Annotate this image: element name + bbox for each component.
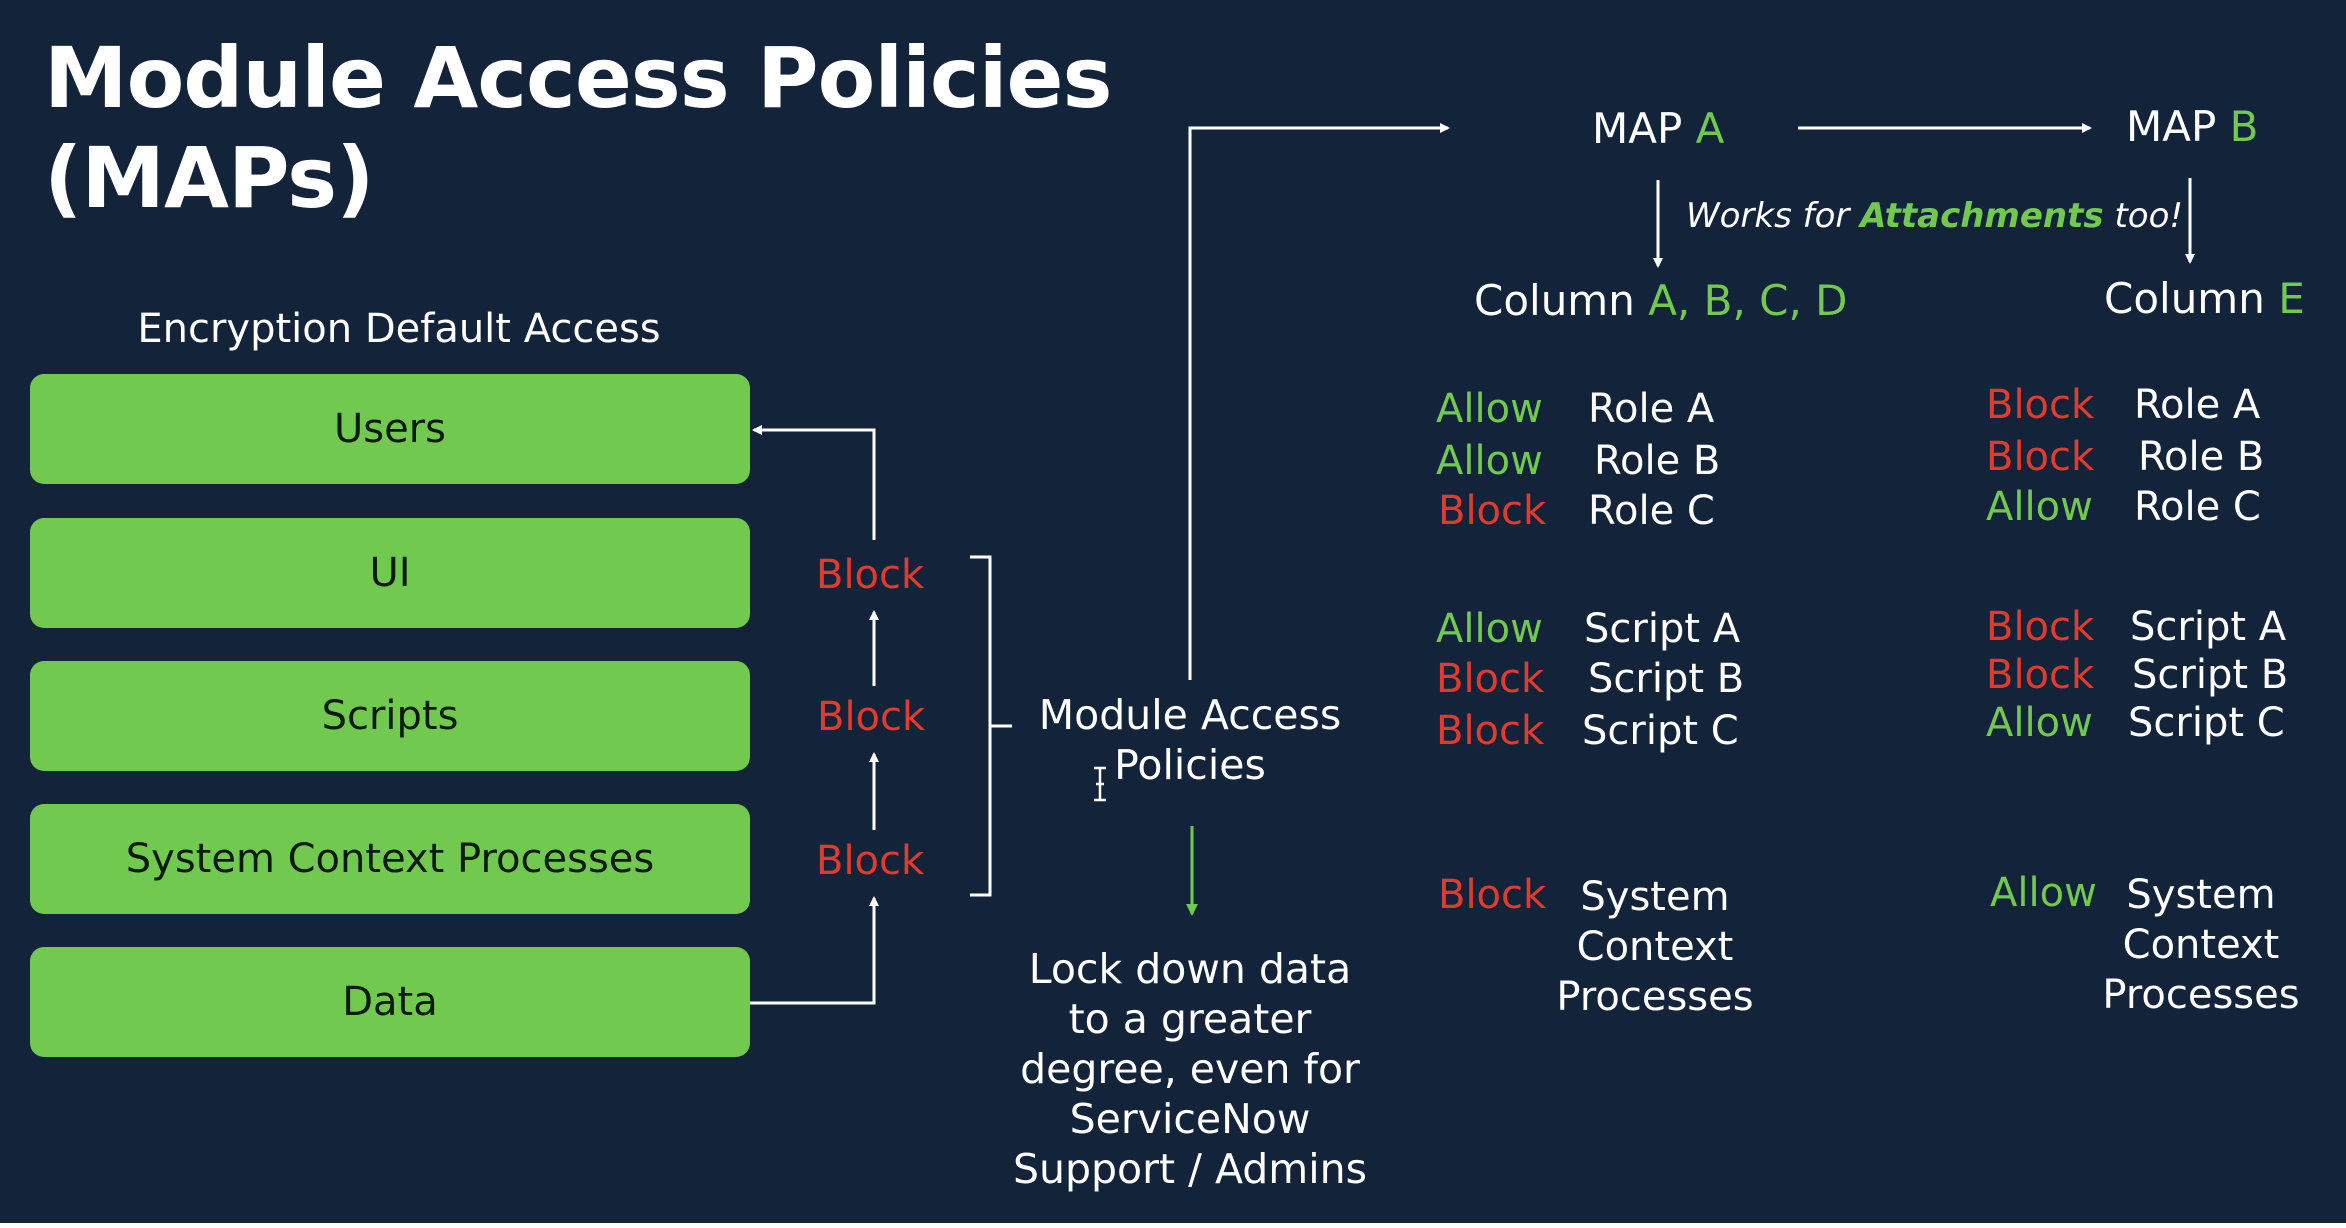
lock-text-line: to a greater	[1068, 995, 1312, 1043]
module-access-policies-label: Module Access Policies	[1010, 690, 1370, 790]
lock-text-line: ServiceNow	[1069, 1095, 1311, 1143]
rule-action: Block	[1986, 652, 2095, 698]
map-label-line: Module Access	[1038, 691, 1342, 739]
rule-target: Role B	[2138, 434, 2265, 480]
encryption-default-access-heading: Encryption Default Access	[137, 306, 661, 352]
rule-action: Block	[1986, 604, 2095, 650]
access-box-label: UI	[369, 550, 411, 596]
access-box-label: Users	[333, 406, 446, 452]
block-label-ui: Block	[816, 552, 925, 598]
rule-action: Block	[1438, 488, 1547, 534]
rule-target: Role A	[1588, 386, 1715, 432]
text-cursor-icon	[1094, 766, 1106, 802]
map-letter: B	[2229, 102, 2259, 151]
map-a-system-target: System Context Processes	[1540, 872, 1770, 1022]
map-b-heading: MAP B	[2126, 102, 2258, 151]
map-b-system-target: System Context Processes	[2086, 870, 2316, 1020]
rule-target: Role A	[2134, 382, 2261, 428]
access-box-label: System Context Processes	[125, 836, 655, 882]
note-after: too!	[2114, 196, 2184, 236]
block-label-scripts: Block	[817, 694, 926, 740]
system-target-line: Context	[2122, 922, 2280, 968]
rule-target: Role C	[1588, 488, 1715, 534]
rule-action: Allow	[1986, 484, 2093, 530]
rule-target: Script C	[1582, 708, 1739, 754]
access-box-scripts: Scripts	[30, 661, 750, 771]
lock-text-line: Support / Admins	[1013, 1145, 1367, 1193]
title-line-1: Module Access Policies	[44, 29, 1112, 127]
lock-text-line: Lock down data	[1028, 945, 1352, 993]
map-a-system-action: Block	[1438, 872, 1547, 918]
column-prefix: Column	[2104, 274, 2265, 323]
access-box-label: Scripts	[321, 693, 459, 739]
access-box-system-context-processes: System Context Processes	[30, 804, 750, 914]
access-box-data: Data	[30, 947, 750, 1057]
rule-action: Block	[1986, 382, 2095, 428]
rule-action: Block	[1436, 656, 1545, 702]
bracket	[970, 555, 992, 897]
block-label-system: Block	[816, 838, 925, 884]
system-target-line: Processes	[2102, 972, 2300, 1018]
data-up-arrow	[750, 896, 879, 1005]
map-prefix: MAP	[2126, 102, 2217, 151]
map-b-system-action: Allow	[1990, 870, 2097, 916]
system-target-line: System	[2126, 872, 2276, 918]
rule-target: Role C	[2134, 484, 2261, 530]
access-box-label: Data	[342, 979, 438, 1025]
map-letter: A	[1695, 104, 1725, 153]
column-e-heading: Column E	[2104, 274, 2305, 323]
lock-text-line: degree, even for	[1020, 1045, 1360, 1093]
rule-action: Allow	[1436, 606, 1543, 652]
system-target-line: Processes	[1556, 974, 1754, 1020]
rule-target: Script A	[1584, 606, 1741, 652]
rule-target: Script B	[1588, 656, 1745, 702]
access-box-users: Users	[30, 374, 750, 484]
map-a-connector	[1188, 123, 1450, 680]
column-a-heading: Column A, B, C, D	[1474, 276, 1848, 325]
column-letters: E	[2278, 274, 2305, 323]
lock-down-description: Lock down data to a greater degree, even…	[990, 944, 1390, 1194]
rule-target: Script B	[2132, 652, 2289, 698]
attachments-note: Works for Attachments too!	[1686, 196, 2183, 236]
system-target-line: Context	[1576, 924, 1734, 970]
rule-target: Script A	[2130, 604, 2287, 650]
bottom-border	[0, 1223, 2346, 1228]
page-title: Module Access Policies (MAPs)	[44, 28, 1112, 228]
rule-target: Script C	[2128, 700, 2285, 746]
users-arrow	[752, 425, 876, 540]
note-before: Works for	[1686, 196, 1850, 236]
access-box-ui: UI	[30, 518, 750, 628]
title-line-2: (MAPs)	[44, 129, 374, 227]
map-label-line: Policies	[1114, 741, 1266, 789]
system-target-line: System	[1580, 874, 1730, 920]
map-prefix: MAP	[1592, 104, 1683, 153]
note-highlight: Attachments	[1860, 196, 2104, 236]
rule-action: Allow	[1436, 386, 1543, 432]
rule-action: Allow	[1986, 700, 2093, 746]
rule-action: Allow	[1436, 438, 1543, 484]
rule-action: Block	[1436, 708, 1545, 754]
column-letters: A, B, C, D	[1648, 276, 1848, 325]
rule-action: Block	[1986, 434, 2095, 480]
map-a-heading: MAP A	[1592, 104, 1724, 153]
rule-target: Role B	[1594, 438, 1721, 484]
column-prefix: Column	[1474, 276, 1635, 325]
